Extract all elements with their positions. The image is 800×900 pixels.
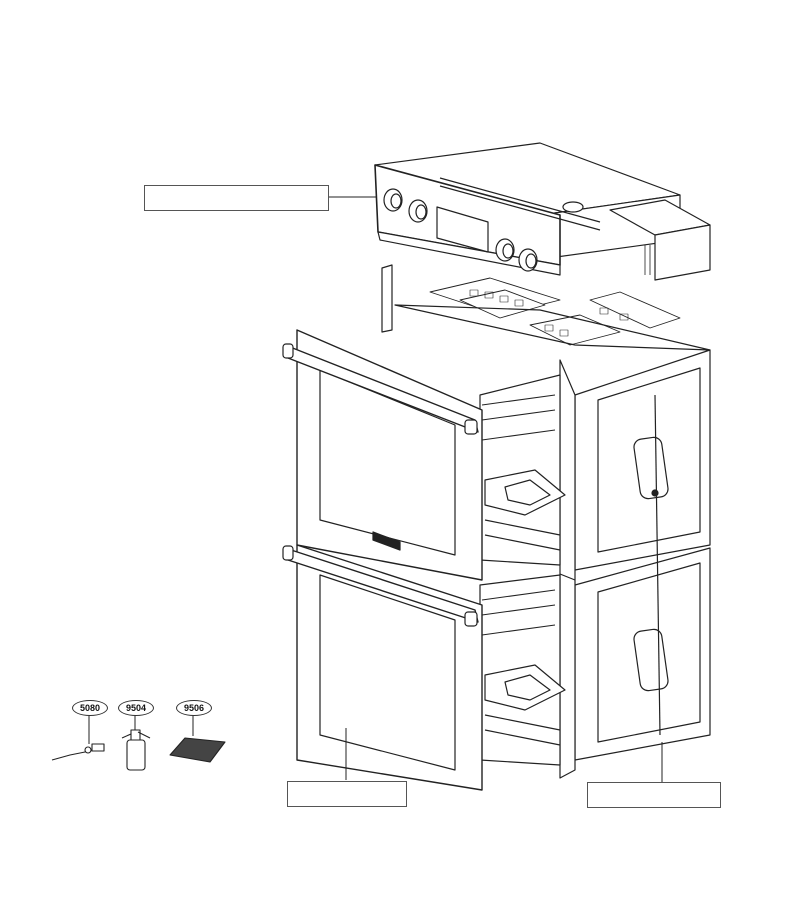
door-assembly-callout [287, 781, 407, 807]
spray-bottle-icon [121, 729, 151, 771]
probe-cable-icon [51, 743, 105, 761]
part-number-5080: 5080 [72, 700, 108, 716]
cabinet-assembly-callout [587, 782, 721, 808]
control-housing [374, 142, 711, 281]
cleaning-pad-icon [169, 737, 226, 763]
part-number-9504: 9504 [118, 700, 154, 716]
upper-oven-door [282, 329, 483, 581]
knob-icon [383, 188, 538, 272]
oven-cabinet [381, 264, 711, 779]
lower-oven-door [282, 544, 483, 791]
part-number-9506: 9506 [176, 700, 212, 716]
control-panel-callout [144, 185, 329, 211]
leader-lines [88, 196, 663, 782]
control-board [429, 277, 681, 346]
